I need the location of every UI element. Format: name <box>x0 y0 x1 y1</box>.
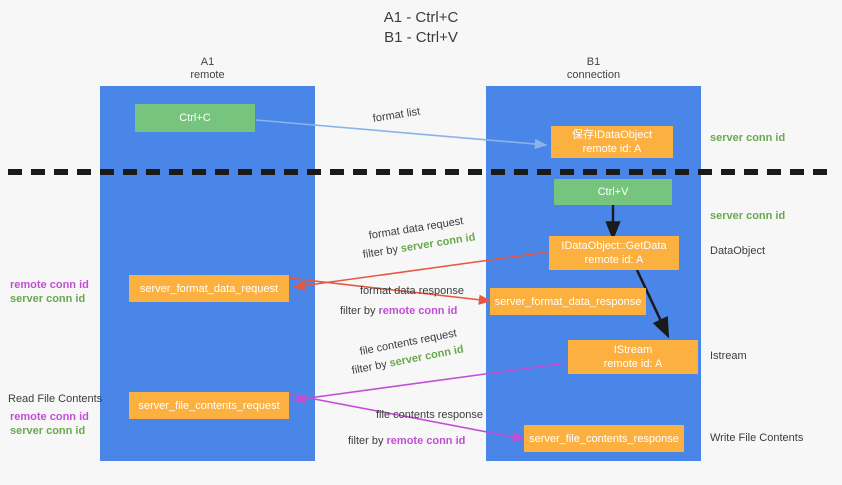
edge-label-file-contents-response: file contents response <box>376 408 483 423</box>
remote-conn-id-1: remote conn id <box>378 305 458 317</box>
title-line-1: A1 - Ctrl+C <box>383 9 459 26</box>
edge-label-format-data-response-text: format data response <box>360 285 464 297</box>
box-getdata-line1: IDataObject::GetData <box>561 240 667 252</box>
filter-by-prefix-2: filter by <box>340 305 379 317</box>
lane-b1-sub: connection <box>566 69 621 81</box>
lane-a1-sub: remote <box>190 69 225 81</box>
note-remote-conn-id-left-2: remote conn id <box>10 411 89 423</box>
edge-label-format-list: format list <box>372 105 421 127</box>
box-server-file-contents-response[interactable]: server_file_contents_response <box>524 425 684 452</box>
box-save-idataobject-line1: 保存IDataObject <box>571 129 653 141</box>
note-istream: Istream <box>710 350 747 362</box>
note-dataobject: DataObject <box>710 245 766 257</box>
box-server-file-contents-request[interactable]: server_file_contents_request <box>129 392 289 419</box>
note-write-file-contents: Write File Contents <box>710 432 804 444</box>
box-server-file-contents-response-label: server_file_contents_response <box>529 432 679 445</box>
box-getdata[interactable]: IDataObject::GetData remote id: A <box>549 236 679 270</box>
edge-label-format-list-text: format list <box>371 105 421 125</box>
lane-a1-name: A1 <box>200 56 215 68</box>
remote-conn-id-2: remote conn id <box>386 435 466 447</box>
lane-header-b1: B1 connection <box>486 56 701 82</box>
box-istream[interactable]: IStream remote id: A <box>568 340 698 374</box>
filter-by-prefix-4: filter by <box>348 435 387 447</box>
edge-label-format-data-response: format data response <box>360 284 464 299</box>
note-server-conn-id-mid: server conn id <box>710 210 786 222</box>
edge-label-filter-remote-conn-id-2: filter by remote conn id <box>348 434 465 449</box>
box-server-file-contents-request-label: server_file_contents_request <box>138 399 280 412</box>
filter-by-prefix-3: filter by <box>350 357 391 377</box>
page-title: A1 - Ctrl+C B1 - Ctrl+V <box>0 8 842 48</box>
box-server-format-data-request-label: server_format_data_request <box>139 282 279 295</box>
lane-b1-name: B1 <box>586 56 601 68</box>
note-server-conn-id-top: server conn id <box>710 132 786 144</box>
box-istream-line2: remote id: A <box>603 358 663 370</box>
box-server-format-data-response-label: server_format_data_response <box>494 295 642 308</box>
note-server-conn-id-left-2: server conn id <box>10 425 86 437</box>
box-ctrl-v-label: Ctrl+V <box>597 186 629 198</box>
box-save-idataobject-line2: remote id: A <box>582 143 642 155</box>
box-getdata-line2: remote id: A <box>584 254 644 266</box>
box-ctrl-c-label: Ctrl+C <box>179 112 211 124</box>
box-server-format-data-response[interactable]: server_format_data_response <box>490 288 646 315</box>
box-istream-line1: IStream <box>613 344 653 356</box>
lane-header-a1: A1 remote <box>100 56 315 82</box>
box-save-idataobject[interactable]: 保存IDataObject remote id: A <box>551 126 673 158</box>
filter-by-prefix-1: filter by <box>361 243 402 261</box>
note-read-file-contents: Read File Contents <box>8 393 103 405</box>
note-server-conn-id-left-1: server conn id <box>10 293 86 305</box>
edge-label-filter-remote-conn-id-1: filter by remote conn id <box>340 304 457 319</box>
box-ctrl-v[interactable]: Ctrl+V <box>554 179 672 205</box>
note-remote-conn-id-left-1: remote conn id <box>10 279 89 291</box>
box-server-format-data-request[interactable]: server_format_data_request <box>129 275 289 302</box>
box-ctrl-c[interactable]: Ctrl+C <box>135 104 255 132</box>
title-line-2: B1 - Ctrl+V <box>384 29 458 46</box>
edge-label-file-contents-response-text: file contents response <box>376 409 484 421</box>
